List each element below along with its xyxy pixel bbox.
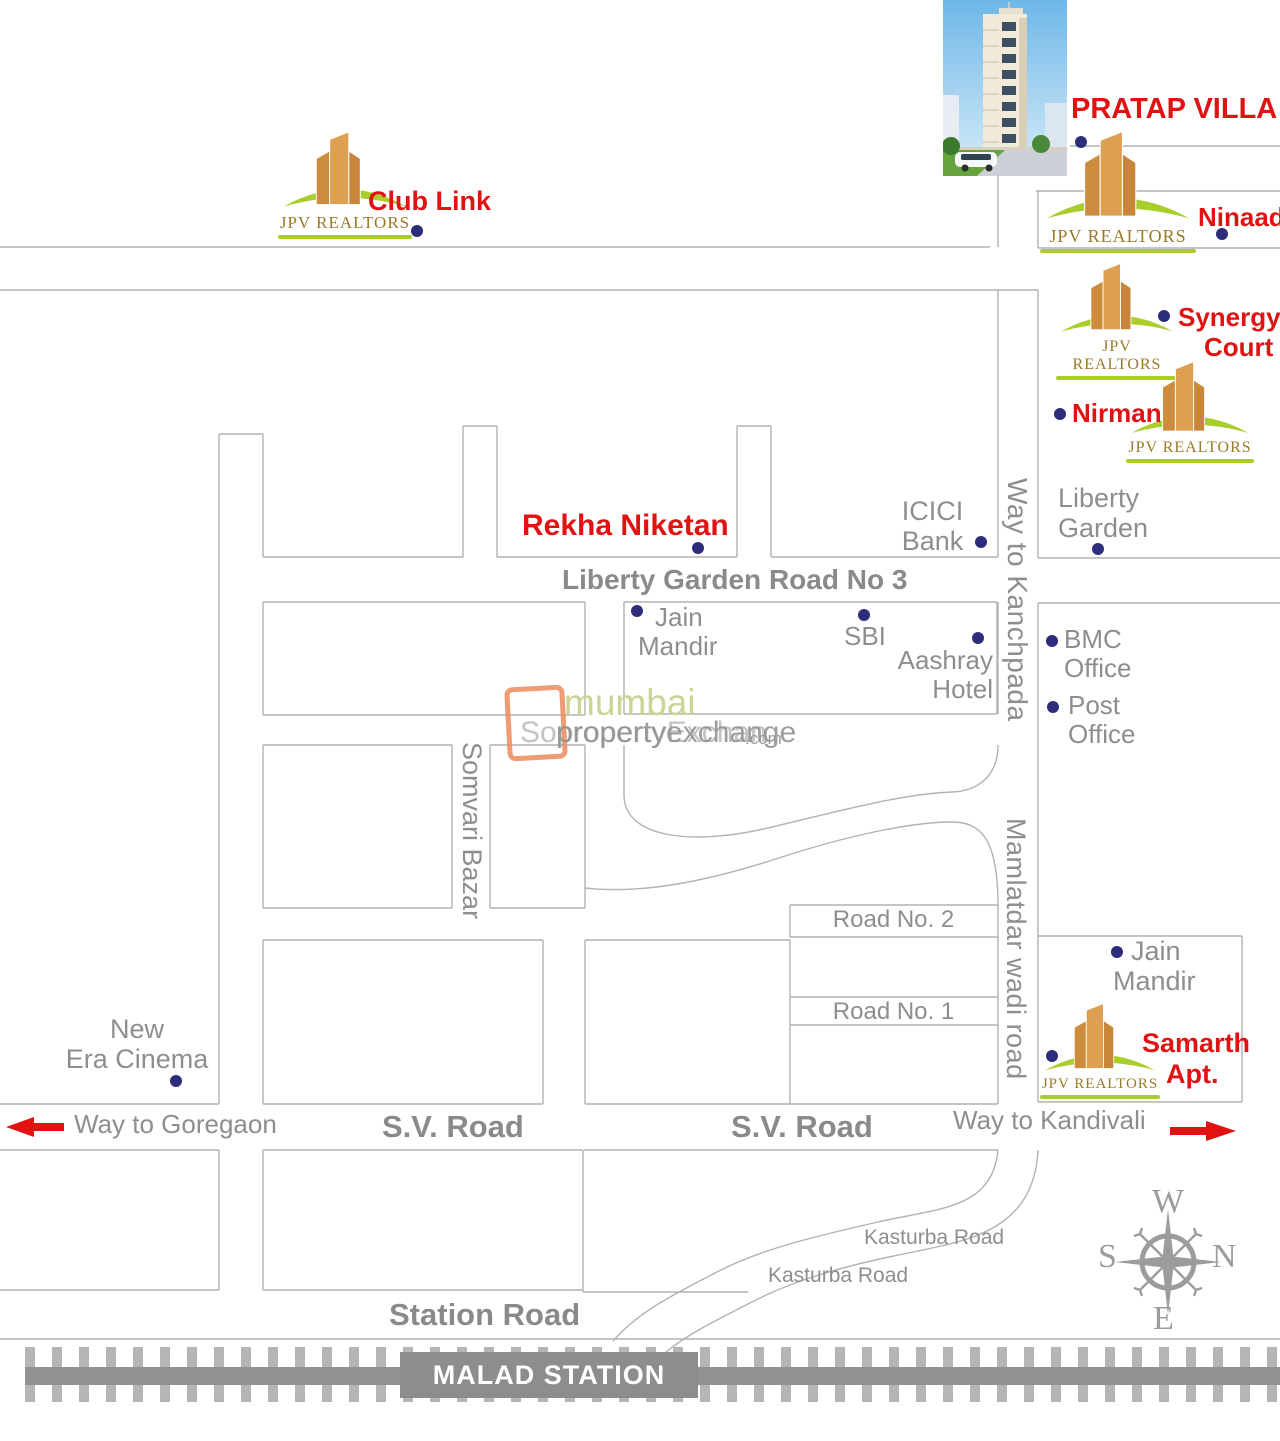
label-road-no-1: Road No. 1	[832, 998, 955, 1025]
label-synergy-court: Synergy Court	[1178, 302, 1280, 363]
label-new-era-cinema: New Era Cinema	[62, 1014, 212, 1074]
aashray-line1: Aashray	[897, 645, 993, 675]
dot-jain-mandir-south	[1111, 946, 1123, 958]
label-samarth-apt: Samarth Apt.	[1142, 1028, 1250, 1090]
compass-rose-icon	[1115, 1209, 1221, 1315]
new-era-line1: New	[109, 1014, 164, 1044]
dot-rekha-niketan	[692, 542, 704, 554]
jpv-logo-underline	[1126, 459, 1254, 464]
dot-jain-mandir-north	[631, 605, 643, 617]
label-aashray-hotel: Aashray Hotel	[893, 645, 993, 705]
jpv-buildings-icon	[1045, 1002, 1155, 1071]
label-pratap-villa: PRATAP VILLA	[1071, 93, 1278, 125]
jpv-realtors-wordmark: JPV REALTORS	[279, 213, 411, 233]
jpv-realtors-wordmark: JPV REALTORS	[1041, 1076, 1159, 1093]
label-way-to-kandivali: Way to Kandivali	[953, 1105, 1146, 1135]
label-sv-road-east: S.V. Road	[731, 1109, 873, 1144]
label-way-to-goregaon: Way to Goregaon	[74, 1109, 277, 1139]
jpv-realtors-wordmark: JPV REALTORS	[1128, 439, 1252, 457]
jpv-logo-underline	[1040, 1095, 1160, 1100]
jpv-realtors-wordmark: JPV REALTORS	[1072, 337, 1162, 373]
post-line2: Office	[1068, 719, 1136, 750]
jpv-realtors-logo-ninaad: JPV REALTORS	[1040, 127, 1196, 254]
compass-letter-right: N	[1212, 1238, 1237, 1275]
jain-south-line1: Jain	[1131, 936, 1181, 966]
label-samarth-line2: Apt.	[1166, 1059, 1219, 1090]
label-way-to-kanchpada: Way to Kanchpada	[1002, 478, 1033, 722]
building-photo	[943, 0, 1067, 176]
label-rekha-niketan: Rekha Niketan	[522, 509, 729, 542]
post-line1: Post	[1068, 690, 1121, 720]
label-liberty-garden-road: Liberty Garden Road No 3	[562, 564, 908, 595]
label-synergy-line2: Court	[1204, 331, 1274, 362]
jain-south-line2: Mandir	[1113, 966, 1196, 997]
label-samarth-line1: Samarth	[1142, 1028, 1251, 1058]
bmc-line1: BMC	[1064, 624, 1122, 654]
label-kasturba-road-lower: Kasturba Road	[768, 1264, 909, 1287]
arrow-right-kandivali-icon	[1170, 1121, 1236, 1141]
dot-pratap-villa	[1075, 136, 1087, 148]
watermark-overlay-text: SopropertyExchan	[520, 716, 767, 749]
jpv-buildings-icon	[1061, 262, 1173, 332]
jpv-realtors-logo-club-link: JPV REALTORS	[278, 128, 412, 240]
label-nirman: Nirman	[1072, 398, 1162, 428]
watermark-brand: mumbai	[564, 682, 696, 723]
label-station-road: Station Road	[389, 1297, 581, 1332]
jain-north-line2: Mandir	[638, 631, 718, 662]
aashray-line2: Hotel	[932, 674, 993, 705]
label-club-link: Club Link	[368, 186, 491, 216]
label-road-no-2: Road No. 2	[832, 906, 955, 933]
dot-club-link	[411, 225, 423, 237]
watermark-tld: .com	[745, 729, 782, 748]
label-kasturba-road-upper: Kasturba Road	[864, 1226, 1005, 1249]
jpv-realtors-logo-samarth: JPV REALTORS	[1040, 1000, 1160, 1100]
jpv-logo-underline	[1056, 375, 1178, 380]
dot-liberty-garden	[1092, 543, 1104, 555]
dot-ninaad	[1216, 228, 1228, 240]
label-sv-road-west: S.V. Road	[382, 1109, 524, 1144]
dot-sbi	[858, 609, 870, 621]
jpv-buildings-icon	[1131, 360, 1249, 433]
dot-icici-bank	[975, 536, 987, 548]
compass-letter-left: S	[1098, 1238, 1117, 1275]
arrow-left-goregaon-icon	[6, 1117, 64, 1137]
jpv-logo-underline	[1040, 249, 1196, 254]
watermark-domain: propertyexchange	[556, 716, 797, 749]
dot-new-era-cinema	[170, 1075, 182, 1087]
dot-samarth-apt	[1046, 1050, 1058, 1062]
dot-bmc-office	[1046, 635, 1058, 647]
label-icici-bank: ICICI Bank	[895, 496, 970, 556]
label-synergy-line1: Synergy	[1178, 302, 1280, 332]
jpv-buildings-icon	[1046, 130, 1190, 219]
jpv-realtors-wordmark: JPV REALTORS	[1049, 226, 1187, 247]
label-ninaad: Ninaad	[1198, 202, 1280, 232]
icici-line1: ICICI	[901, 496, 964, 526]
malad-station-banner: MALAD STATION	[400, 1352, 698, 1398]
liberty-garden-line2: Garden	[1058, 513, 1149, 544]
dot-nirman	[1054, 408, 1066, 420]
label-somvari-bazar: Somvari Bazar	[457, 742, 487, 920]
jpv-realtors-logo-synergy: JPV REALTORS	[1056, 260, 1178, 380]
label-mamlatdar-wadi-road: Mamlatdar wadi road	[1001, 818, 1031, 1080]
label-jain-mandir-south: Jain Mandir	[1113, 936, 1196, 996]
dot-synergy-court	[1158, 310, 1170, 322]
label-liberty-garden: Liberty Garden	[1058, 483, 1148, 543]
dot-post-office	[1047, 701, 1059, 713]
jpv-logo-underline	[278, 235, 412, 240]
bmc-line2: Office	[1064, 653, 1132, 684]
label-sbi: SBI	[844, 621, 886, 651]
jpv-realtors-logo-nirman: JPV REALTORS	[1126, 358, 1254, 464]
label-post-office: Post Office	[1068, 690, 1136, 750]
label-bmc-office: BMC Office	[1064, 624, 1132, 684]
label-jain-mandir-north: Jain Mandir	[638, 602, 717, 661]
jpv-buildings-icon	[283, 131, 407, 207]
jain-north-line1: Jain	[655, 602, 703, 632]
icici-line2: Bank	[901, 526, 964, 557]
dot-aashray-hotel	[972, 632, 984, 644]
new-era-line2: Era Cinema	[65, 1044, 209, 1075]
liberty-garden-line1: Liberty	[1058, 483, 1140, 513]
